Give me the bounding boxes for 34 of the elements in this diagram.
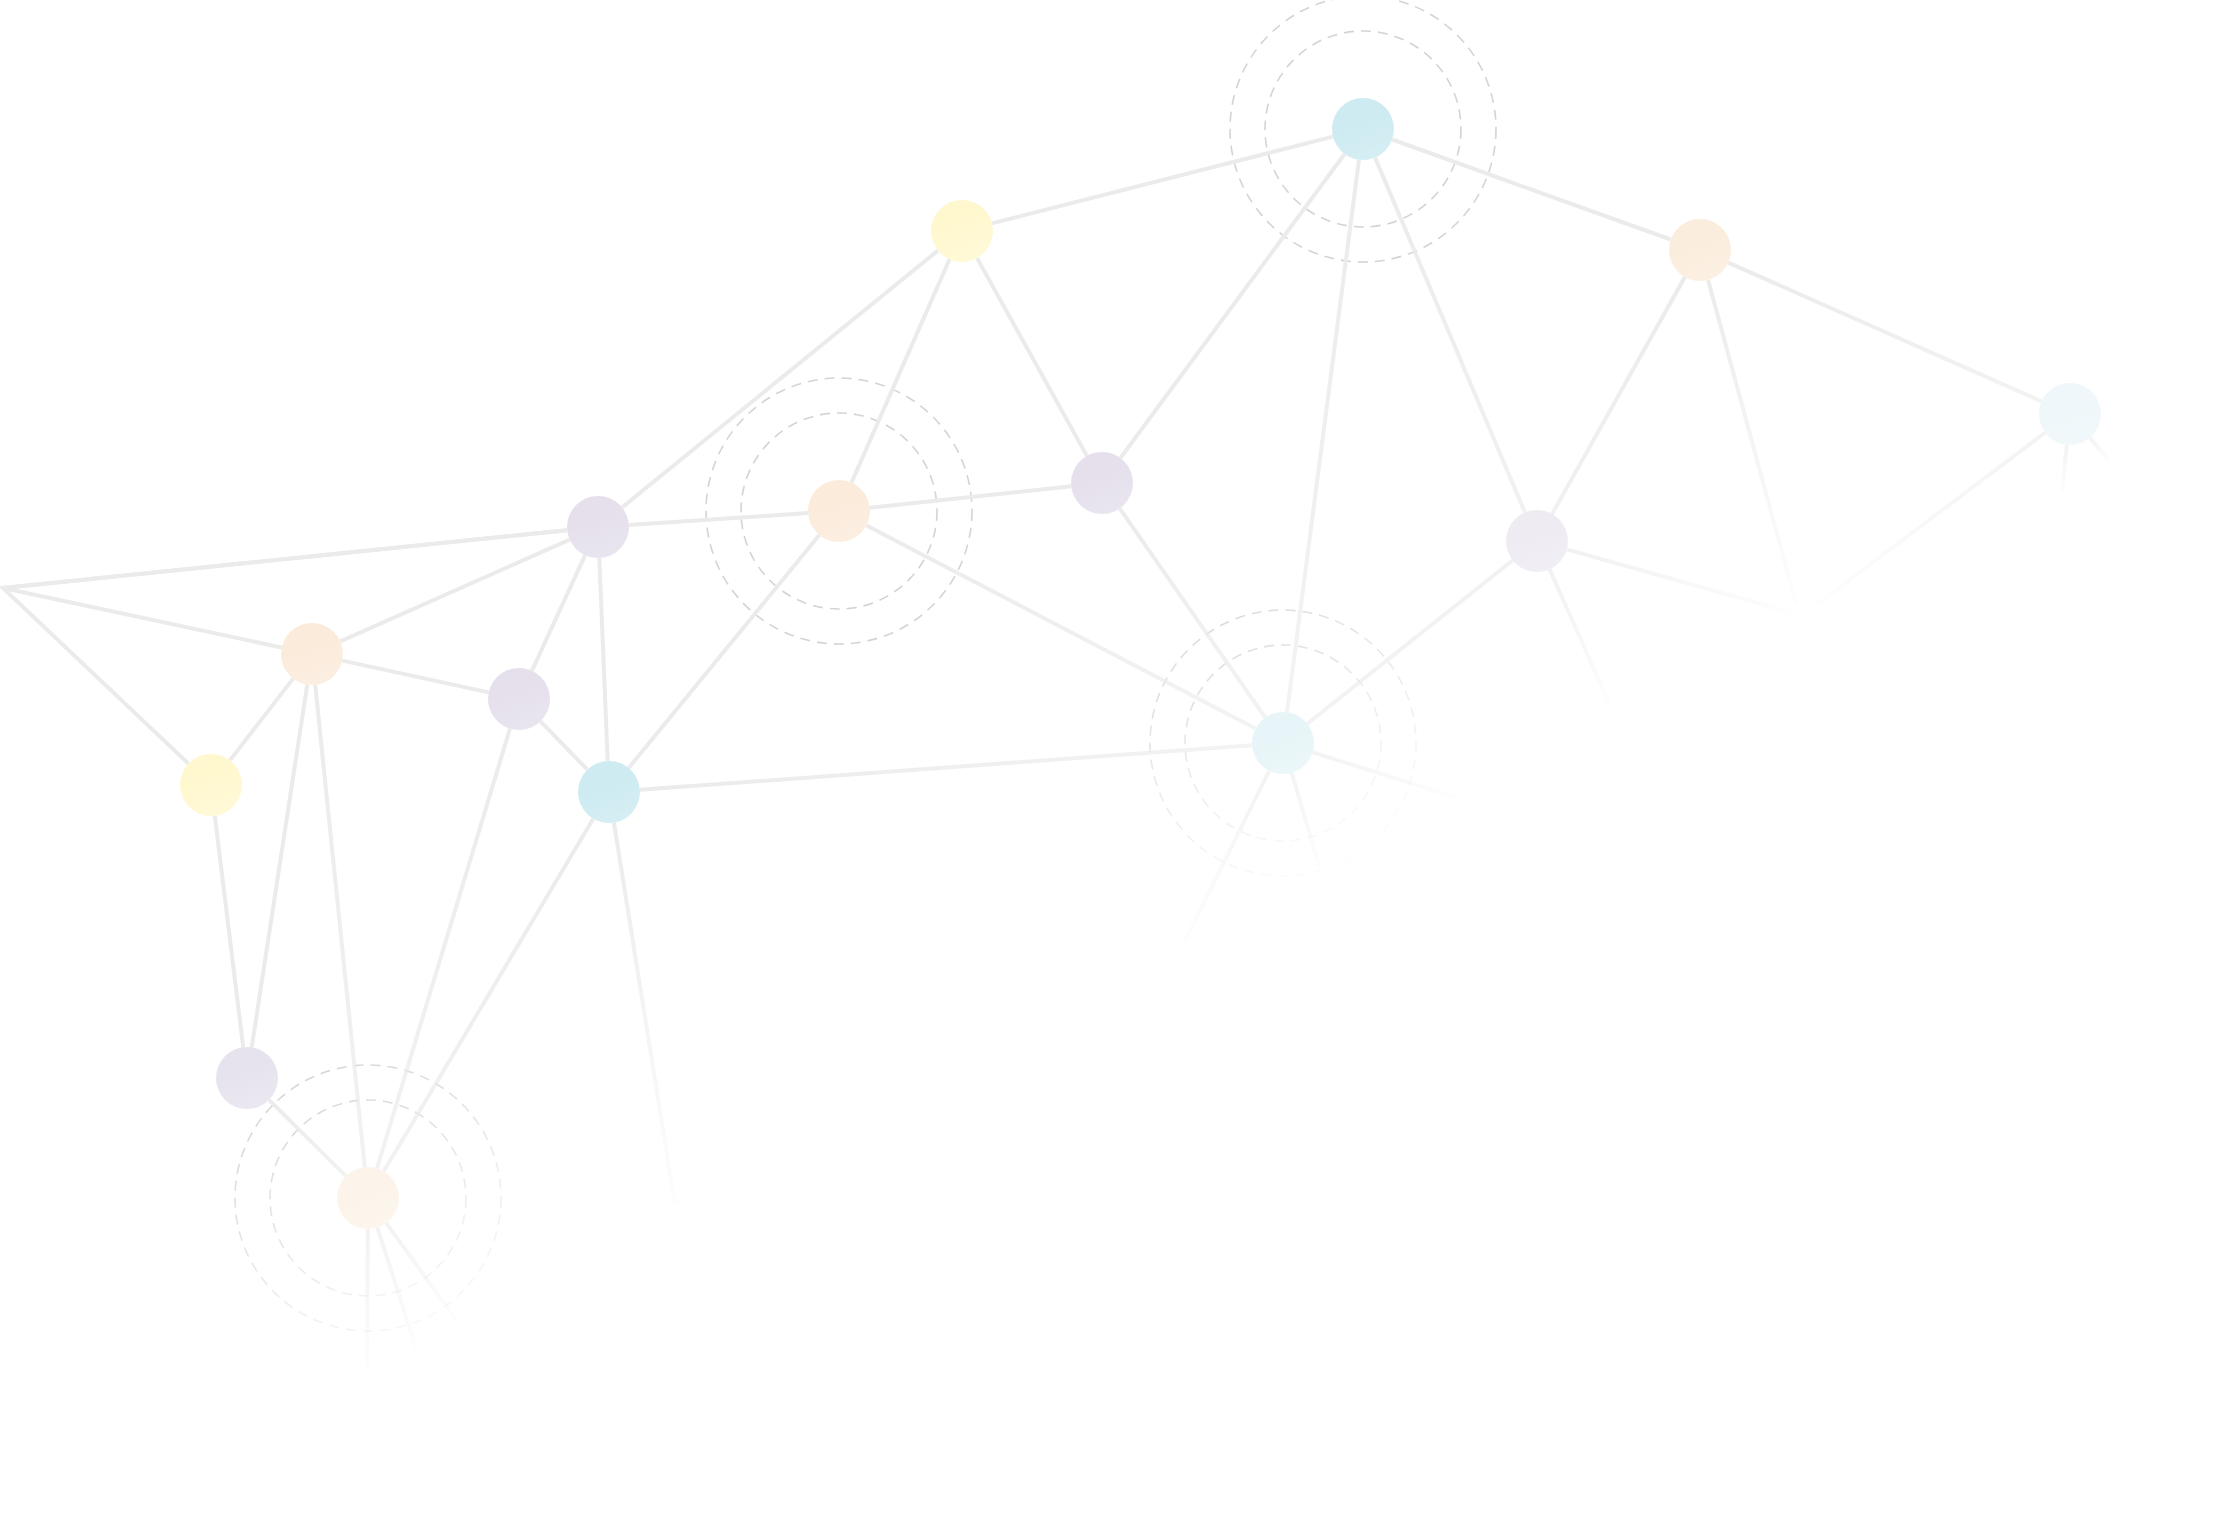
network-node [808, 480, 870, 542]
connector-line [530, 554, 587, 672]
connector-line [1550, 276, 1687, 515]
connector-line [212, 815, 246, 1048]
connector-line [1118, 507, 1267, 719]
connector-line [1727, 260, 2043, 404]
network-node [488, 668, 550, 730]
connector-line [249, 684, 310, 1048]
network-node [567, 496, 629, 558]
connector-line [869, 484, 1072, 510]
connector-line [228, 677, 295, 762]
connector-line [382, 817, 595, 1173]
network-node [578, 761, 640, 823]
connector-line [1285, 159, 1361, 713]
connector-line [539, 719, 589, 772]
connector-line [1118, 152, 1347, 460]
connector-line [339, 537, 571, 644]
connector-line [639, 743, 1253, 792]
connector-line [620, 249, 940, 509]
connector-line [849, 258, 952, 484]
connector-line [865, 523, 1257, 731]
connector-line [597, 557, 610, 762]
connector-line [991, 134, 1334, 226]
connector-line [313, 684, 367, 1168]
connector-line [627, 533, 821, 770]
connector-line [341, 658, 490, 695]
network-node [1252, 712, 1314, 774]
connector-line [628, 511, 809, 527]
connector-line [267, 1098, 348, 1178]
connector-line [1373, 156, 1527, 514]
connector-line [1306, 558, 1514, 726]
connector-line [375, 728, 512, 1169]
connector-line [1391, 137, 1672, 242]
connector-line [975, 257, 1089, 457]
